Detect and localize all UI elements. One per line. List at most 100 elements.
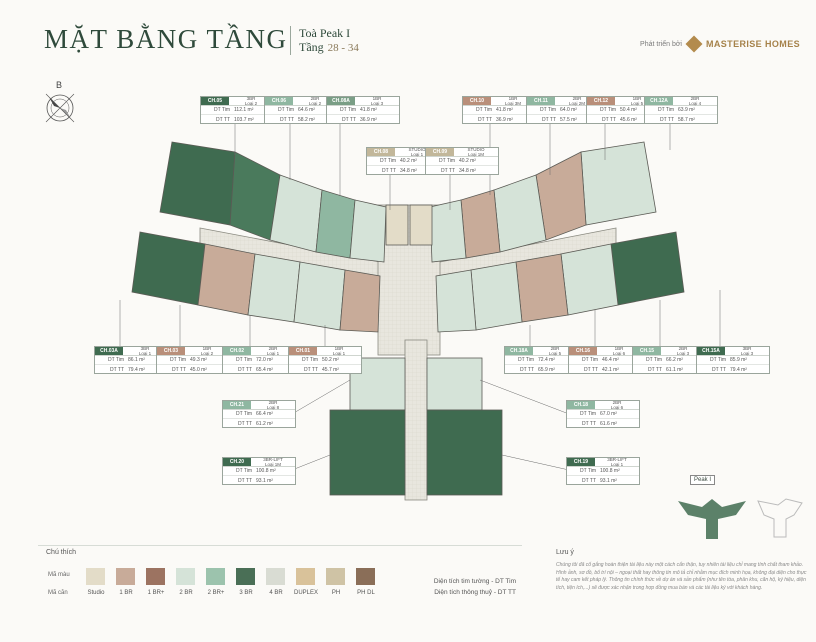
- dt-tim-label: DT Tim: [709, 357, 726, 363]
- unit-code: CH.18: [567, 401, 595, 409]
- dt-tt-label: DT TT: [660, 116, 674, 123]
- dt-tim-label: DT Tim: [169, 357, 186, 363]
- unit-code: CH.21: [223, 401, 251, 409]
- legend-swatch-label: 4 BR: [269, 590, 283, 596]
- dt-tim-value: 100.8 m²: [600, 468, 620, 474]
- dt-tim-label: DT Tim: [235, 468, 252, 474]
- dt-tim-label: DT Tim: [107, 357, 124, 363]
- legend-swatch: [266, 568, 285, 585]
- unit-code: CH.06: [265, 97, 293, 105]
- dt-tt-label: DT TT: [110, 366, 124, 373]
- unit-code: CH.02: [223, 347, 251, 355]
- dt-tim-label: DT Tim: [579, 468, 596, 474]
- unit-type: 1BR: [202, 346, 212, 351]
- dt-tim-value: 40.2 m²: [459, 158, 476, 164]
- dt-tt-label: DT TT: [648, 366, 662, 373]
- dt-tim-value: 64.6 m²: [298, 107, 315, 113]
- unit-type: 2BR: [572, 96, 582, 101]
- dt-tim-label: DT Tim: [213, 107, 230, 113]
- unit-loai: Loại 1: [332, 350, 346, 356]
- dt-tim-value: 41.8 m²: [360, 107, 377, 113]
- dt-tt-label: DT TT: [382, 167, 396, 174]
- legend-swatch: [356, 568, 375, 585]
- dt-tt-label: DT TT: [238, 366, 252, 373]
- floor-label: Tầng: [299, 40, 324, 54]
- unit-loai: Loại 1M: [264, 461, 281, 467]
- dt-tim-value: 50.4 m²: [620, 107, 637, 113]
- unit-type: 3BR: [140, 346, 150, 351]
- legend-panel: [38, 545, 522, 633]
- dt-tt-value: 79.4 m²: [730, 366, 747, 373]
- dt-tim-value: 40.2 m²: [400, 158, 417, 164]
- unit-type: 2BR: [268, 346, 278, 351]
- unit-loai: Loại 2: [308, 100, 322, 106]
- dt-tt-label: DT TT: [238, 477, 252, 484]
- dt-tt-label: DT TT: [520, 366, 534, 373]
- legend-swatch-label: Studio: [87, 590, 105, 596]
- unit-loai: Loại 2M: [568, 100, 585, 106]
- dt-tim-value: 66.2 m²: [666, 357, 683, 363]
- unit-loai: Loại 1M: [467, 151, 484, 157]
- legend-swatch-label: DUPLEX: [293, 590, 318, 596]
- dt-tim-label: DT Tim: [235, 411, 252, 417]
- dt-tim-label: DT Tim: [235, 357, 252, 363]
- dt-tim-label: DT Tim: [277, 107, 294, 113]
- legend-code-row-label: Mã căn: [48, 590, 68, 596]
- dt-tim-label: DT Tim: [517, 357, 534, 363]
- dt-tim-label: DT Tim: [579, 411, 596, 417]
- dt-tt-value: 45.7 m²: [322, 366, 339, 373]
- legend-swatch-label: PH: [331, 590, 341, 596]
- legend-swatch: [146, 568, 165, 585]
- dt-tt-label: DT TT: [478, 116, 492, 123]
- floor-range: 28 - 34: [327, 42, 359, 54]
- dt-tim-value: 41.8 m²: [496, 107, 513, 113]
- dt-tt-label: DT TT: [602, 116, 616, 123]
- legend-swatch: [236, 568, 255, 585]
- legend-swatch: [206, 568, 225, 585]
- dt-tim-label: DT Tim: [599, 107, 616, 113]
- dt-tim-label: DT Tim: [438, 158, 455, 164]
- unit-loai: Loại 2: [200, 350, 214, 356]
- dt-tim-label: DT Tim: [475, 107, 492, 113]
- unit-code: CH.03A: [95, 347, 123, 355]
- dt-tt-value: 61.2 m²: [256, 420, 273, 427]
- legend-swatch: [116, 568, 135, 585]
- unit-type: 3BR-LIFT: [607, 457, 627, 462]
- dt-tim-value: 46.4 m²: [602, 357, 619, 363]
- unit-loai: Loại 3: [370, 100, 384, 106]
- unit-loai: Loại 1: [410, 151, 424, 157]
- dt-tim-label: DT Tim: [379, 158, 396, 164]
- unit-type: 2BR: [550, 346, 560, 351]
- unit-type: 2BR: [310, 96, 320, 101]
- dt-tt-label: DT TT: [172, 366, 186, 373]
- note-title: Lưu ý: [556, 549, 574, 556]
- dt-tt-value: 57.5 m²: [560, 116, 577, 123]
- unit-code: CH.12: [587, 97, 615, 105]
- dt-tt-value: 65.9 m²: [538, 366, 555, 373]
- legend-swatch-label: 1 BR: [119, 590, 133, 596]
- dt-tim-label: DT Tim: [339, 107, 356, 113]
- dt-tim-value: 49.3 m²: [190, 357, 207, 363]
- unit-code: CH.05: [201, 97, 229, 105]
- unit-code: CH.01: [289, 347, 317, 355]
- unit-type: 1BR: [632, 96, 642, 101]
